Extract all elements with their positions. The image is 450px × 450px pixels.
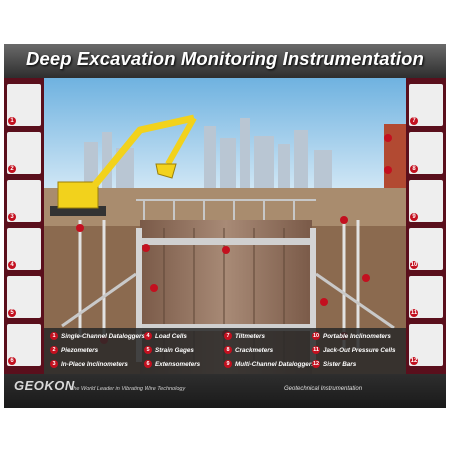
product-thumb: 12 xyxy=(409,324,443,366)
poster-title: Deep Excavation Monitoring Instrumentati… xyxy=(26,48,424,69)
company-tagline: The World Leader in Vibrating Wire Techn… xyxy=(70,386,186,392)
thumb-number: 8 xyxy=(410,165,418,173)
company-logo: GEOKON xyxy=(14,378,75,393)
footer-caption: Geotechnical Instrumentation xyxy=(284,386,363,392)
product-thumb: 4 xyxy=(7,228,41,270)
soldier-pile-right xyxy=(310,228,316,362)
thumb-number: 11 xyxy=(410,309,418,317)
strut-upper xyxy=(142,238,310,245)
product-thumb: 3 xyxy=(7,180,41,222)
thumb-number: 1 xyxy=(8,117,16,125)
tiebacks xyxy=(61,272,395,330)
thumb-number: 2 xyxy=(8,165,16,173)
product-thumb: 1 xyxy=(7,84,41,126)
thumb-number: 4 xyxy=(8,261,16,269)
thumb-number: 12 xyxy=(410,357,418,365)
thumb-number: 3 xyxy=(8,213,16,221)
left-product-column: 1 2 3 4 5 6 xyxy=(4,78,44,374)
title-bar: Deep Excavation Monitoring Instrumentati… xyxy=(4,44,446,78)
thumb-number: 6 xyxy=(8,357,16,365)
thumb-number: 9 xyxy=(410,213,418,221)
strut-lower xyxy=(142,324,310,331)
product-thumb: 2 xyxy=(7,132,41,174)
right-product-column: 7 8 9 10 11 12 xyxy=(406,78,446,374)
soldier-pile-left xyxy=(136,228,142,362)
inclinometer-casings xyxy=(78,220,360,348)
thumb-number: 10 xyxy=(410,261,418,269)
excavator xyxy=(50,114,197,216)
thumb-number: 5 xyxy=(8,309,16,317)
poster: Deep Excavation Monitoring Instrumentati… xyxy=(4,44,446,408)
product-thumb: 9 xyxy=(409,180,443,222)
product-thumb: 11 xyxy=(409,276,443,318)
product-thumb: 8 xyxy=(409,132,443,174)
product-thumb: 5 xyxy=(7,276,41,318)
product-thumb: 10 xyxy=(409,228,443,270)
poster-footer: GEOKON The World Leader in Vibrating Wir… xyxy=(4,374,446,408)
product-thumb: 6 xyxy=(7,324,41,366)
product-thumb: 7 xyxy=(409,84,443,126)
safety-rail xyxy=(136,199,316,220)
thumb-number: 7 xyxy=(410,117,418,125)
